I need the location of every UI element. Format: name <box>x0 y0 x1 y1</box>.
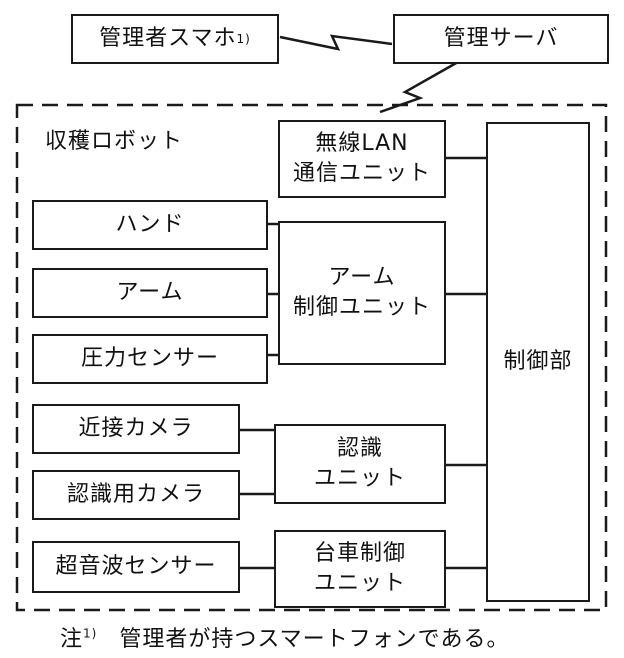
controller-label: 制御部 <box>503 349 573 375</box>
hand-box: ハンド <box>32 200 268 250</box>
proximity-camera-box: 近接カメラ <box>32 404 240 454</box>
wireless-unit-box: 無線LAN 通信ユニット <box>278 120 446 198</box>
proximity-camera-label: 近接カメラ <box>78 416 194 442</box>
recog-camera-box: 認識用カメラ <box>32 470 240 520</box>
wireless-link-server-robot <box>379 60 459 114</box>
arm-unit-line2: 制御ユニット <box>292 295 431 320</box>
admin-server-label: 管理サーバ <box>443 26 559 52</box>
arm-label: アーム <box>116 280 184 306</box>
arm-unit-box: アーム 制御ユニット <box>278 221 446 365</box>
footnote: 注1) 管理者が持つスマートフォンである。 <box>60 621 509 653</box>
footnote-number: 1) <box>83 626 98 641</box>
footnote-marker: 注 <box>60 627 84 652</box>
cart-unit-line1: 台車制御 <box>313 541 406 567</box>
wireless-link-phone-server <box>279 34 393 51</box>
recog-unit-box: 認識 ユニット <box>274 424 446 504</box>
robot-boundary <box>15 103 608 612</box>
wireless-unit-line2: 通信ユニット <box>292 161 431 186</box>
recog-camera-label: 認識用カメラ <box>66 482 205 508</box>
hand-label: ハンド <box>115 212 185 238</box>
arm-unit-line1: アーム <box>328 265 396 291</box>
ultrasonic-sensor-box: 超音波センサー <box>32 541 240 593</box>
ultrasonic-sensor-label: 超音波センサー <box>55 554 217 580</box>
recog-unit-line1: 認識 <box>336 436 383 462</box>
cart-unit-box: 台車制御 ユニット <box>274 530 446 608</box>
pressure-sensor-box: 圧力センサー <box>32 334 268 384</box>
footnote-text: 管理者が持つスマートフォンである。 <box>119 627 510 652</box>
admin-phone-label: 管理者スマホ <box>99 26 237 52</box>
admin-server-box: 管理サーバ <box>393 14 609 64</box>
recog-unit-line2: ユニット <box>313 466 406 491</box>
pressure-sensor-label: 圧力センサー <box>80 346 219 372</box>
cart-unit-line2: ユニット <box>313 571 406 596</box>
admin-phone-note-marker: 1) <box>236 31 251 46</box>
controller-box: 制御部 <box>486 122 590 602</box>
arm-box: アーム <box>32 268 268 318</box>
robot-label: 収穫ロボット <box>45 129 184 154</box>
wireless-unit-line1: 無線LAN <box>315 131 409 157</box>
